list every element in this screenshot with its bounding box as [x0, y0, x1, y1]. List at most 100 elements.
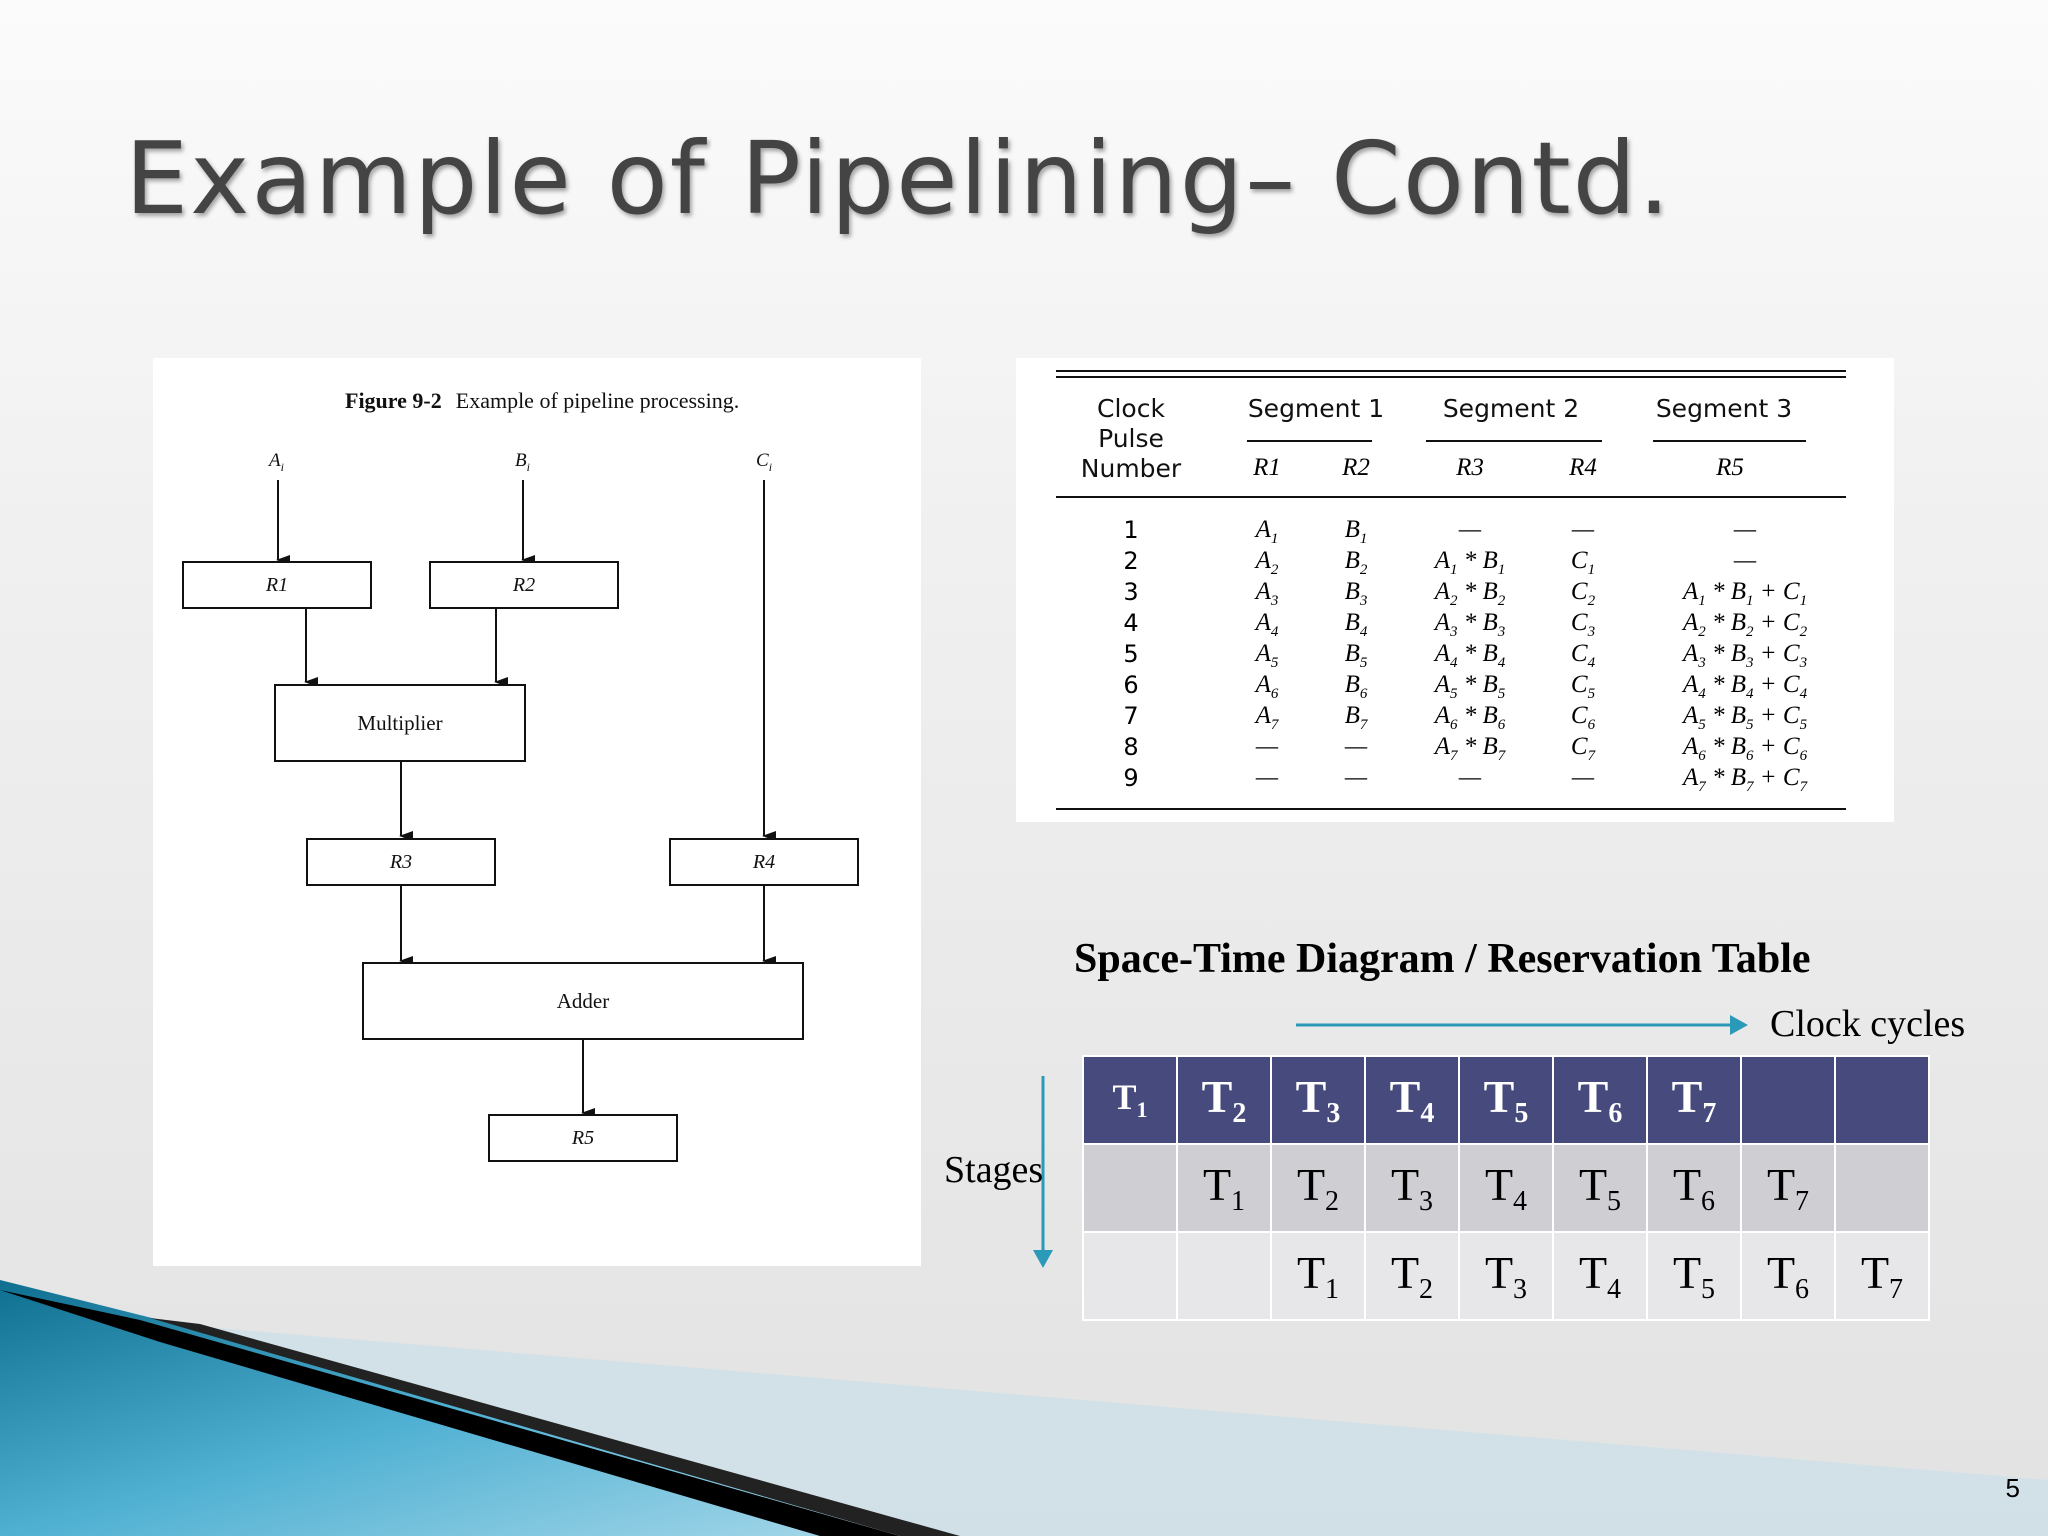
- segment-cell: C1: [1570, 547, 1596, 578]
- segment-cell: —: [1458, 516, 1482, 543]
- input-c-label: Ci: [756, 450, 773, 474]
- reservation-cell: T4: [1552, 1231, 1648, 1321]
- reservation-title: Space-Time Diagram / Reservation Table: [1074, 936, 1811, 982]
- segment-cell: A7 * B7 + C7: [1682, 764, 1808, 795]
- segment-cell: A4: [1255, 609, 1279, 640]
- pipeline-table: Clock Pulse Number Segment 1 Segment 2 S…: [1016, 358, 1894, 822]
- clock-pulse-cell: 8: [1123, 733, 1139, 761]
- reservation-cell: [1834, 1055, 1930, 1145]
- segment-cell: C2: [1570, 578, 1596, 609]
- figure-caption-text: Example of pipeline processing.: [455, 388, 740, 413]
- reservation-cell: [1176, 1231, 1272, 1321]
- reservation-cell: T2: [1176, 1055, 1272, 1145]
- clock-cycles-label: Clock cycles: [1770, 1003, 1966, 1045]
- reservation-cell: T1: [1082, 1055, 1178, 1145]
- segment-cell: B7: [1344, 702, 1368, 733]
- reservation-cell: T7: [1646, 1055, 1742, 1145]
- segment-cell: —: [1571, 764, 1595, 791]
- figure-arrows: [276, 480, 776, 1118]
- table-rule: [1426, 440, 1602, 442]
- segment-cell: —: [1733, 516, 1757, 543]
- reservation-cell: T6: [1740, 1231, 1836, 1321]
- reservation-cell: T1: [1176, 1143, 1272, 1233]
- adder-box: Adder: [362, 962, 804, 1040]
- segment-cell: A5 * B5 + C5: [1682, 702, 1808, 733]
- segment-cell: —: [1733, 547, 1757, 574]
- clock-pulse-cell: 6: [1123, 671, 1139, 699]
- segment-cell: A3 * B3: [1434, 609, 1506, 640]
- reservation-cell: T2: [1270, 1143, 1366, 1233]
- clock-arrow-icon: [1296, 1015, 1748, 1035]
- segment-cell: A1 * B1 + C1: [1682, 578, 1808, 609]
- reservation-cell: T4: [1364, 1055, 1460, 1145]
- reservation-cell: [1834, 1143, 1930, 1233]
- segment-cell: C5: [1570, 671, 1596, 702]
- reservation-cell: T7: [1834, 1231, 1930, 1321]
- reservation-cell: T7: [1740, 1143, 1836, 1233]
- register-r2: R2: [429, 561, 619, 609]
- segment-cell: A7: [1255, 702, 1279, 733]
- segment-cell: C3: [1570, 609, 1596, 640]
- register-r1: R1: [182, 561, 372, 609]
- reservation-cell: T4: [1458, 1143, 1554, 1233]
- reservation-cell: [1082, 1231, 1178, 1321]
- clock-pulse-cell: 5: [1123, 640, 1139, 668]
- reservation-cell: [1740, 1055, 1836, 1145]
- reservation-cell: T5: [1552, 1143, 1648, 1233]
- segment-cell: B6: [1344, 671, 1368, 702]
- header-r4: R4: [1569, 454, 1597, 481]
- segment-cell: B2: [1344, 547, 1368, 578]
- segment-cell: B1: [1344, 516, 1368, 547]
- figure-caption: Figure 9-2 Example of pipeline processing…: [345, 388, 739, 414]
- segment-cell: B4: [1344, 609, 1368, 640]
- register-r3: R3: [306, 838, 496, 886]
- input-b-label: Bi: [515, 450, 530, 474]
- reservation-cell: T6: [1552, 1055, 1648, 1145]
- segment-cell: B5: [1344, 640, 1368, 671]
- figure-number: Figure 9-2: [345, 388, 442, 413]
- segment-cell: A4 * B4 + C4: [1682, 671, 1808, 702]
- segment-2-header: Segment 2: [1442, 394, 1580, 423]
- clock-pulse-cell: 2: [1123, 547, 1139, 575]
- reservation-cell: T2: [1364, 1231, 1460, 1321]
- segment-cell: —: [1344, 733, 1368, 760]
- segment-cell: A2 * B2: [1434, 578, 1506, 609]
- reservation-cell: T5: [1458, 1055, 1554, 1145]
- segment-cell: A1 * B1: [1434, 547, 1506, 578]
- segment-cell: C7: [1570, 733, 1596, 764]
- input-a-label: Ai: [269, 450, 284, 474]
- page-number: 5: [2005, 1473, 2020, 1503]
- reservation-cell: [1082, 1143, 1178, 1233]
- segment-cell: A6 * B6: [1434, 702, 1506, 733]
- header-r2: R2: [1342, 454, 1370, 481]
- table-rule: [1056, 808, 1846, 810]
- multiplier-box: Multiplier: [274, 684, 526, 762]
- segment-cell: —: [1255, 764, 1279, 791]
- slide-title: Example of Pipelining– Contd.: [125, 120, 1672, 237]
- table-rule: [1056, 370, 1846, 372]
- table-rule: [1653, 440, 1806, 442]
- clock-pulse-cell: 3: [1123, 578, 1139, 606]
- reservation-cell: T6: [1646, 1143, 1742, 1233]
- segment-cell: A3 * B3 + C3: [1682, 640, 1808, 671]
- segment-cell: —: [1344, 764, 1368, 791]
- header-r3: R3: [1456, 454, 1484, 481]
- stages-arrow-icon: [1033, 1076, 1053, 1268]
- stages-label: Stages: [944, 1149, 1044, 1191]
- segment-cell: A5: [1255, 640, 1279, 671]
- slide-decoration: [0, 1280, 2048, 1536]
- clock-pulse-header: Clock Pulse Number: [1080, 394, 1182, 483]
- table-rule: [1056, 496, 1846, 498]
- pipeline-figure: Figure 9-2 Example of pipeline processing…: [153, 358, 921, 1266]
- header-r1: R1: [1253, 454, 1281, 481]
- segment-cell: C4: [1570, 640, 1596, 671]
- segment-cell: A5 * B5: [1434, 671, 1506, 702]
- clock-pulse-cell: 1: [1123, 516, 1139, 544]
- segment-cell: A2: [1255, 547, 1279, 578]
- segment-1-header: Segment 1: [1247, 394, 1385, 423]
